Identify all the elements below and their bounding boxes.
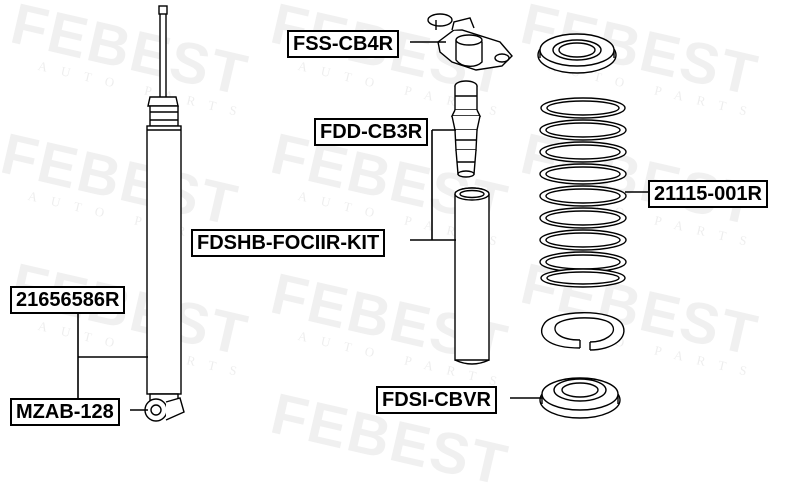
leader-lines — [77, 41, 650, 411]
parts-drawing — [77, 5, 650, 422]
bump-stop-drawing — [450, 80, 482, 178]
dust-boot-drawing — [454, 187, 490, 365]
label-fdshb-fociir-kit[interactable]: FDSHB-FOCIIR-KIT — [191, 229, 386, 257]
label-21115-001r[interactable]: 21115-001R — [648, 180, 768, 208]
split-ring-drawing — [541, 312, 625, 351]
coil-spring-drawing — [539, 97, 627, 288]
label-fss-cb4r[interactable]: FSS-CB4R — [287, 30, 400, 58]
diagram-canvas: FEBEST AUTO PARTS FEBEST AUTO PARTS FEBE… — [0, 0, 768, 498]
label-21656586r[interactable]: 21656586R — [10, 286, 126, 314]
top-mount-drawing — [427, 13, 513, 71]
label-fdd-cb3r[interactable]: FDD-CB3R — [314, 118, 429, 146]
label-mzab-128[interactable]: MZAB-128 — [10, 398, 120, 426]
shock-absorber-drawing — [144, 5, 185, 422]
lower-spring-seat-drawing — [539, 377, 621, 419]
label-fdsi-cbvr[interactable]: FDSI-CBVR — [376, 386, 497, 414]
upper-spring-seat-drawing — [537, 33, 617, 74]
